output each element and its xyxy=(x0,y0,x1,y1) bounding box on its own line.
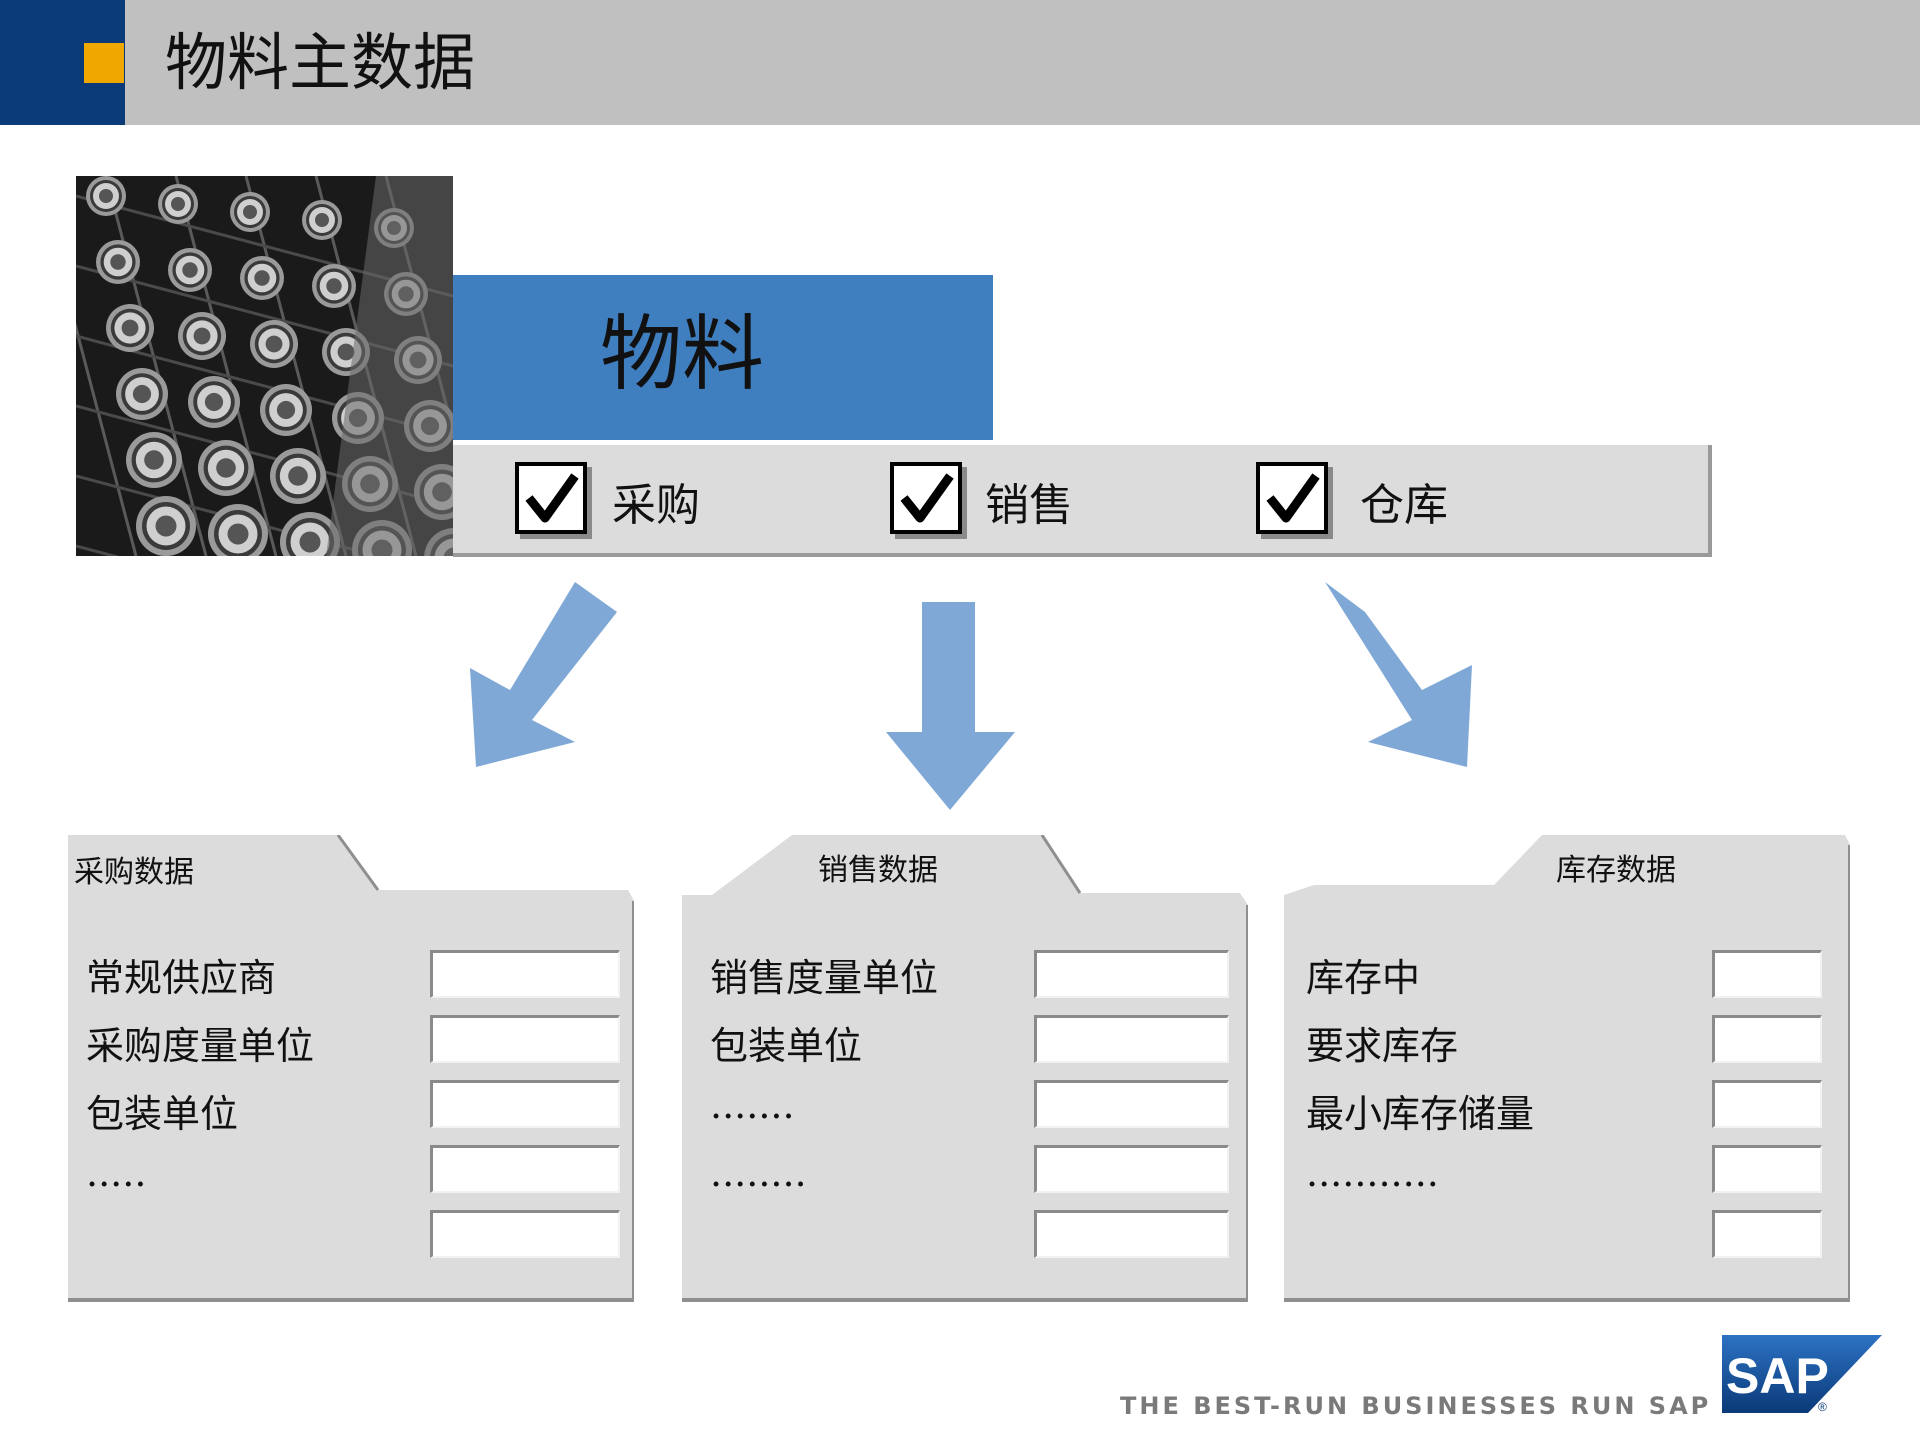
field-label: 销售度量单位 xyxy=(710,956,939,1000)
checkbox-label-purchasing: 采购 xyxy=(612,480,700,531)
material-title: 物料 xyxy=(600,307,765,402)
field-label: ........ xyxy=(710,1151,807,1195)
input-field[interactable] xyxy=(1712,1210,1822,1258)
checkbox-label-sales: 销售 xyxy=(985,480,1073,531)
input-field[interactable] xyxy=(1034,1210,1229,1258)
folder-purchasing-data: 采购数据 常规供应商 采购度量单位 包装单位 ..... xyxy=(68,835,634,1305)
field-label: 要求库存 xyxy=(1306,1024,1459,1068)
checkbox-label-warehouse: 仓库 xyxy=(1360,480,1448,531)
sap-tagline: THE BEST-RUN BUSINESSES RUN SAP xyxy=(1120,1392,1712,1420)
arrow-down-left-icon xyxy=(470,582,617,767)
sap-logo: SAP ® xyxy=(1722,1335,1882,1414)
field-label: 常规供应商 xyxy=(86,956,277,1000)
input-field[interactable] xyxy=(1034,1080,1229,1128)
folder-tab-label: 销售数据 xyxy=(818,853,938,888)
sap-logo-text: SAP xyxy=(1726,1348,1829,1404)
input-field[interactable] xyxy=(1712,1015,1822,1063)
input-field[interactable] xyxy=(430,1080,620,1128)
input-field[interactable] xyxy=(430,1145,620,1193)
arrow-down-right-icon xyxy=(1325,582,1472,767)
folder-tab-label: 库存数据 xyxy=(1556,853,1676,888)
field-label: 最小库存储量 xyxy=(1306,1092,1535,1136)
light-bulbs-photo xyxy=(76,176,453,556)
folder-tab-label: 采购数据 xyxy=(74,855,194,890)
input-field[interactable] xyxy=(1712,950,1822,998)
input-field[interactable] xyxy=(1712,1145,1822,1193)
field-label: 库存中 xyxy=(1306,956,1421,1000)
input-field[interactable] xyxy=(1034,950,1229,998)
header-orange-square xyxy=(84,43,124,83)
checkbox-sales[interactable] xyxy=(890,462,962,534)
field-label: 包装单位 xyxy=(86,1092,239,1136)
checkbox-checked-icon xyxy=(900,473,954,523)
field-label: ....... xyxy=(710,1083,795,1127)
input-field[interactable] xyxy=(1034,1145,1229,1193)
material-box xyxy=(453,275,993,440)
folder-shape xyxy=(1284,835,1850,1302)
arrow-down-icon xyxy=(886,602,1015,810)
field-label: 采购度量单位 xyxy=(86,1024,315,1068)
input-field[interactable] xyxy=(1034,1015,1229,1063)
checkbox-checked-icon xyxy=(1266,473,1320,523)
header-bar xyxy=(0,0,1920,125)
folder-inventory-data: 库存数据 库存中 要求库存 最小库存储量 ........... xyxy=(1284,835,1850,1305)
field-label: ........... xyxy=(1306,1151,1439,1195)
input-field[interactable] xyxy=(430,1210,620,1258)
field-label: 包装单位 xyxy=(710,1024,863,1068)
input-field[interactable] xyxy=(1712,1080,1822,1128)
checkbox-checked-icon xyxy=(525,473,579,523)
folder-sales-data: 销售数据 销售度量单位 包装单位 ....... ........ xyxy=(682,835,1248,1305)
page-title: 物料主数据 xyxy=(165,26,476,99)
svg-text:®: ® xyxy=(1818,1400,1827,1414)
input-field[interactable] xyxy=(430,1015,620,1063)
field-label: ..... xyxy=(86,1151,147,1195)
checkbox-purchasing[interactable] xyxy=(515,462,587,534)
checkbox-warehouse[interactable] xyxy=(1256,462,1328,534)
view-selection-strip xyxy=(453,445,1712,557)
input-field[interactable] xyxy=(430,950,620,998)
